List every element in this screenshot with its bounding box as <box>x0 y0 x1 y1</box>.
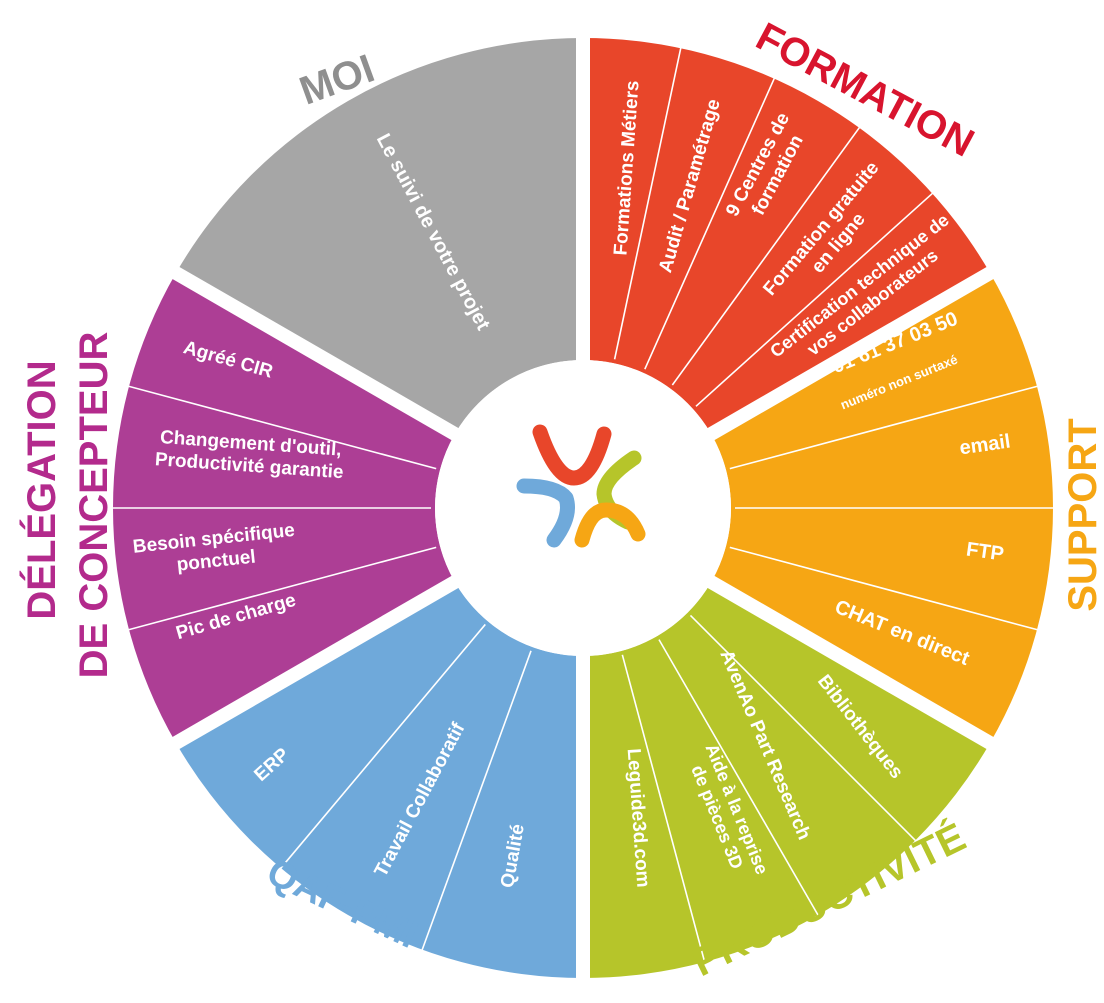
formation-divider <box>613 46 682 360</box>
sector-qaf <box>175 582 583 978</box>
delegation-title-line1: DÉLÉGATION <box>19 360 64 619</box>
productivite-divider <box>658 639 820 918</box>
dividers-layer <box>111 32 1055 984</box>
delegation-title-line2: DE CONCEPTEUR <box>72 332 116 679</box>
sector-gap <box>167 573 462 753</box>
support-divider <box>729 546 1040 631</box>
productivite-divider <box>621 654 706 965</box>
qaf-divider <box>420 650 532 952</box>
logo-red-chevron <box>532 424 612 486</box>
sector-moi <box>175 38 583 434</box>
delegation-divider <box>126 546 437 631</box>
logo-orange-chevron <box>574 502 646 548</box>
support-title: SUPPORT <box>1061 418 1104 611</box>
formation-divider <box>695 191 935 407</box>
sector-gap <box>704 573 999 753</box>
sector-productivite <box>583 582 991 978</box>
productivite-divider <box>689 614 918 843</box>
support-divider <box>729 385 1040 470</box>
support-item-ftp-text: FTP <box>965 538 1005 565</box>
delegation-divider <box>126 385 437 470</box>
logo-blue-chevron <box>516 478 575 548</box>
sector-gap <box>167 263 462 443</box>
formation-divider <box>644 76 776 370</box>
support-item-ftp: FTP <box>965 538 1005 565</box>
formation-divider <box>671 125 862 386</box>
center-hub <box>435 360 731 656</box>
sector-gap <box>704 263 999 443</box>
center-logo <box>516 424 646 548</box>
qaf-divider <box>278 623 486 871</box>
sector-formation <box>583 38 991 434</box>
